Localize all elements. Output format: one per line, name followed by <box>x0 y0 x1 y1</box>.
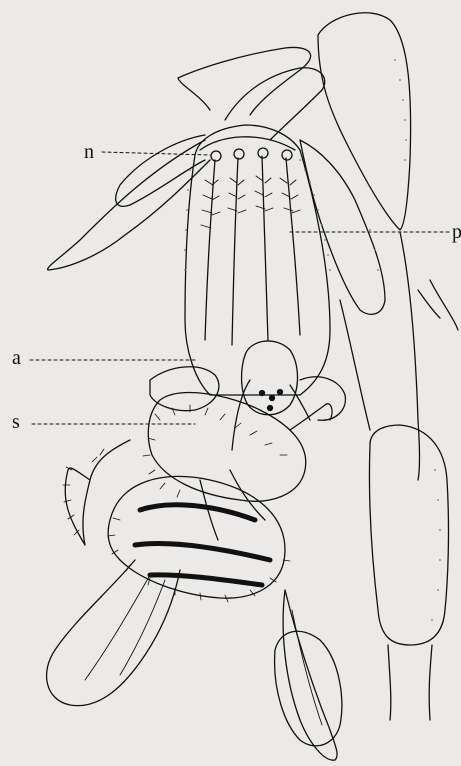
anther-3 <box>258 148 268 158</box>
anther-1 <box>211 151 221 161</box>
stamen-1 <box>205 160 215 340</box>
label-n: n <box>84 142 94 162</box>
left-arching-petal <box>116 135 205 206</box>
bee-hind-leg <box>65 440 130 545</box>
corolla-tube <box>185 125 330 395</box>
stem-base <box>418 280 458 330</box>
abdomen-band-1 <box>140 505 255 520</box>
bee-eye-1 <box>260 391 265 396</box>
bee-head <box>242 341 298 415</box>
anther-4 <box>282 150 292 160</box>
anther-2 <box>234 149 244 159</box>
stamen-3 <box>262 156 268 340</box>
bee-eye-2 <box>270 396 275 401</box>
label-s: s <box>12 412 20 432</box>
abdomen-band-2 <box>135 543 270 560</box>
top-petal <box>178 47 311 115</box>
right-outer-petal <box>300 140 385 314</box>
bee-front-leg <box>290 404 332 430</box>
bee-wing-left <box>47 560 180 706</box>
stamen-4 <box>286 158 300 335</box>
bud-stalk <box>388 645 432 720</box>
stamen-2 <box>232 158 238 345</box>
abdomen-band-3 <box>150 575 262 585</box>
right-stem <box>340 232 420 480</box>
upper-middle-petal <box>225 68 325 140</box>
bee-eye-4 <box>268 406 273 411</box>
right-upper-petal <box>318 13 411 230</box>
stipple-shading <box>184 59 441 621</box>
lower-lip-left <box>150 367 219 411</box>
bee-eye-3 <box>278 390 283 395</box>
bee-wing-right <box>283 590 337 760</box>
bee-wing-veins <box>85 575 165 680</box>
bee-abdomen <box>108 476 285 598</box>
label-p: p <box>452 222 461 242</box>
tube-rim <box>200 137 295 150</box>
right-lower-bud <box>369 425 448 645</box>
label-a: a <box>12 348 21 368</box>
